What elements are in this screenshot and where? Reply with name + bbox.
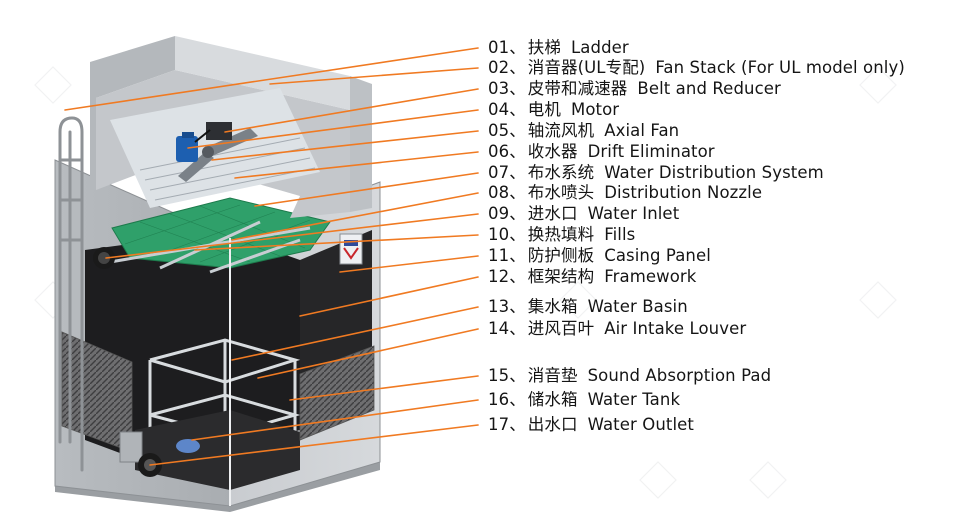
leader-13 (231, 306, 479, 361)
leader-16 (191, 399, 479, 441)
leader-03 (224, 88, 479, 133)
leader-14 (257, 328, 479, 379)
leader-01 (64, 47, 479, 111)
watermark-pattern (34, 66, 897, 499)
leader-15 (289, 375, 479, 401)
leader-12 (299, 276, 479, 317)
leader-06 (234, 151, 479, 179)
leader-11 (339, 255, 479, 273)
water-tank (176, 439, 200, 453)
fan-housing-top (175, 36, 350, 110)
leader-02 (269, 67, 479, 85)
motor (176, 132, 198, 162)
leader-lines (64, 47, 479, 466)
drift-eliminator (139, 137, 316, 201)
fan-housing-left (90, 36, 175, 190)
leader-17 (149, 424, 479, 466)
brand-badge (339, 233, 363, 265)
leader-05 (211, 130, 479, 161)
leader-09 (105, 213, 479, 259)
leader-04 (187, 109, 479, 149)
belt-and-reducer (194, 122, 232, 143)
leader-08 (231, 192, 479, 241)
water-inlet (93, 247, 115, 269)
leader-10 (194, 234, 479, 251)
ladder (58, 116, 84, 472)
tower-base-shadow (55, 462, 380, 512)
leader-07 (254, 172, 479, 207)
